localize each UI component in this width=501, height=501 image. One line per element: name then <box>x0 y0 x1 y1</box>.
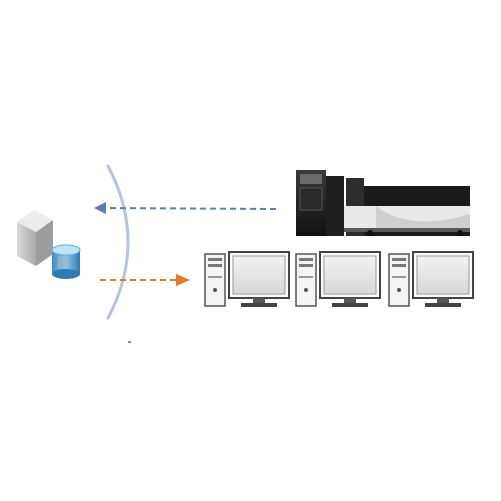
data-flow-arrow-blue <box>94 202 277 215</box>
lab-analyzer-instrument-icon <box>296 170 470 236</box>
small-mark <box>128 341 131 343</box>
data-flow-arrow-orange <box>100 274 190 286</box>
server-with-database-icon <box>17 210 81 279</box>
desktop-computer-icon <box>295 251 381 307</box>
workstations <box>204 251 474 307</box>
network-boundary-arc <box>106 164 130 320</box>
desktop-computer-icon <box>204 251 290 307</box>
desktop-computer-icon <box>388 251 474 307</box>
